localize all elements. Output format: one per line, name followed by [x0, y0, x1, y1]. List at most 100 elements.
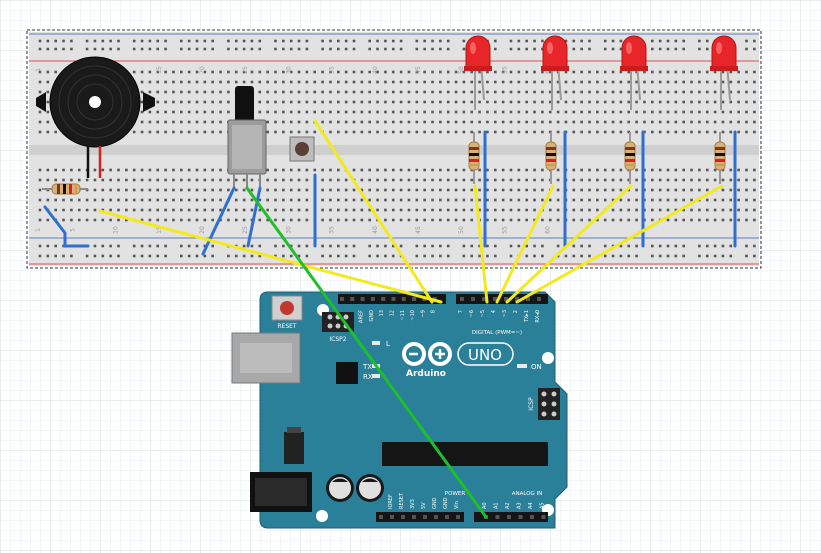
- header-pin: [537, 297, 541, 301]
- breadboard-hole: [721, 254, 725, 258]
- wire-yellow-buzzer-pin8[interactable]: [98, 209, 443, 304]
- breadboard-hole: [533, 110, 536, 114]
- breadboard-hole: [352, 90, 356, 94]
- breadboard-hole: [337, 178, 340, 182]
- wire-blue-pot-left[interactable]: [201, 186, 236, 256]
- breadboard-hole: [172, 120, 175, 124]
- wire-blue-pot-right[interactable]: [246, 186, 262, 248]
- pushbutton-cap[interactable]: [295, 142, 309, 156]
- led-2[interactable]: [541, 35, 569, 110]
- breadboard-hole: [407, 120, 411, 124]
- uno-badge: [457, 342, 514, 366]
- breadboard-hole: [274, 244, 277, 248]
- reset-button-cap[interactable]: [280, 301, 294, 315]
- breadboard-hole: [337, 90, 340, 94]
- breadboard-hole: [423, 80, 426, 84]
- breadboard-hole: [125, 218, 128, 222]
- breadboard-hole: [556, 80, 560, 84]
- breadboard-hole: [651, 254, 654, 258]
- breadboard-hole: [376, 208, 379, 212]
- breadboard-hole: [266, 120, 269, 124]
- breadboard-hole: [603, 120, 607, 124]
- breadboard-hole: [509, 70, 513, 74]
- breadboard-hole: [501, 178, 505, 182]
- breadboard-hole: [38, 90, 42, 94]
- breadboard-hole: [501, 100, 505, 104]
- breadboard-hole: [337, 80, 340, 84]
- breadboard-hole: [282, 80, 285, 84]
- breadboard-hole: [187, 188, 191, 192]
- breadboard-hole: [415, 80, 419, 84]
- breadboard-hole: [533, 47, 536, 51]
- breadboard-hole: [140, 254, 144, 258]
- breadboard-hole: [352, 188, 356, 192]
- led-resistor[interactable]: [624, 132, 636, 184]
- led-resistor[interactable]: [545, 132, 557, 184]
- breadboard-hole: [321, 208, 324, 212]
- buzzer[interactable]: [36, 56, 155, 178]
- breadboard-hole: [494, 90, 497, 94]
- breadboard-hole: [132, 208, 136, 212]
- breadboard-hole: [674, 178, 678, 182]
- breadboard-hole: [289, 254, 293, 258]
- breadboard-hole: [737, 130, 740, 134]
- breadboard-hole: [195, 90, 199, 94]
- breadboard-hole: [729, 208, 733, 212]
- breadboard-hole: [588, 100, 591, 104]
- breadboard-hole: [415, 218, 419, 222]
- wire-yellow-led3-pin3[interactable]: [505, 184, 633, 304]
- wire-yellow-led2-pin4[interactable]: [495, 184, 555, 304]
- wire-yellow-led4-pin2[interactable]: [515, 184, 724, 304]
- header-pin: [460, 297, 464, 301]
- breadboard-hole: [666, 168, 670, 172]
- breadboard-hole: [501, 120, 505, 124]
- breadboard-hole: [54, 39, 57, 43]
- led-resistor[interactable]: [468, 132, 480, 184]
- led-4[interactable]: [710, 35, 738, 110]
- breadboard-hole: [180, 90, 183, 94]
- breadboard-hole: [572, 47, 576, 51]
- led-resistor[interactable]: [714, 132, 726, 184]
- breadboard-hole: [140, 218, 144, 222]
- wire-green-pot-a0[interactable]: [245, 186, 488, 519]
- breadboard-hole: [446, 198, 450, 202]
- breadboard-hole: [572, 70, 576, 74]
- wire-blue-buzzer-gnd[interactable]: [43, 205, 90, 248]
- breadboard-hole: [172, 70, 175, 74]
- breadboard-hole: [258, 244, 262, 248]
- breadboard-hole: [674, 208, 678, 212]
- power-pin-label: Vin: [454, 501, 460, 509]
- buzzer-resistor[interactable]: [42, 183, 88, 195]
- breadboard-hole: [525, 198, 528, 202]
- breadboard-hole: [219, 100, 222, 104]
- breadboard-hole: [266, 130, 269, 134]
- header-pin: [445, 515, 449, 519]
- breadboard-hole: [658, 208, 662, 212]
- breadboard-hole: [117, 218, 120, 222]
- header-pin: [401, 515, 405, 519]
- breadboard-hole: [572, 130, 576, 134]
- breadboard-hole: [651, 80, 654, 84]
- breadboard-hole: [603, 39, 607, 43]
- breadboard-hole: [478, 80, 481, 84]
- breadboard-hole: [266, 80, 269, 84]
- breadboard-hole: [439, 120, 442, 124]
- arduino-uno[interactable]: RESET ICSP2 L TX RX Arduino UNO: [231, 291, 568, 529]
- breadboard-hole: [180, 39, 183, 43]
- breadboard-hole: [227, 47, 230, 51]
- breadboard-hole: [494, 254, 497, 258]
- breadboard-hole: [533, 168, 536, 172]
- breadboard-hole: [415, 120, 419, 124]
- breadboard-hole: [313, 90, 317, 94]
- wire-yellow-button-pin9[interactable]: [313, 119, 434, 304]
- breadboard-hole: [698, 254, 701, 258]
- potentiometer[interactable]: [227, 86, 267, 188]
- breadboard-hole: [305, 80, 309, 84]
- breadboard-hole: [187, 130, 191, 134]
- pushbutton[interactable]: [289, 136, 315, 162]
- breadboard-hole: [596, 110, 599, 114]
- wire-yellow-led1-pin5[interactable]: [473, 184, 489, 304]
- led-1[interactable]: [464, 35, 492, 110]
- led-3[interactable]: [620, 35, 648, 110]
